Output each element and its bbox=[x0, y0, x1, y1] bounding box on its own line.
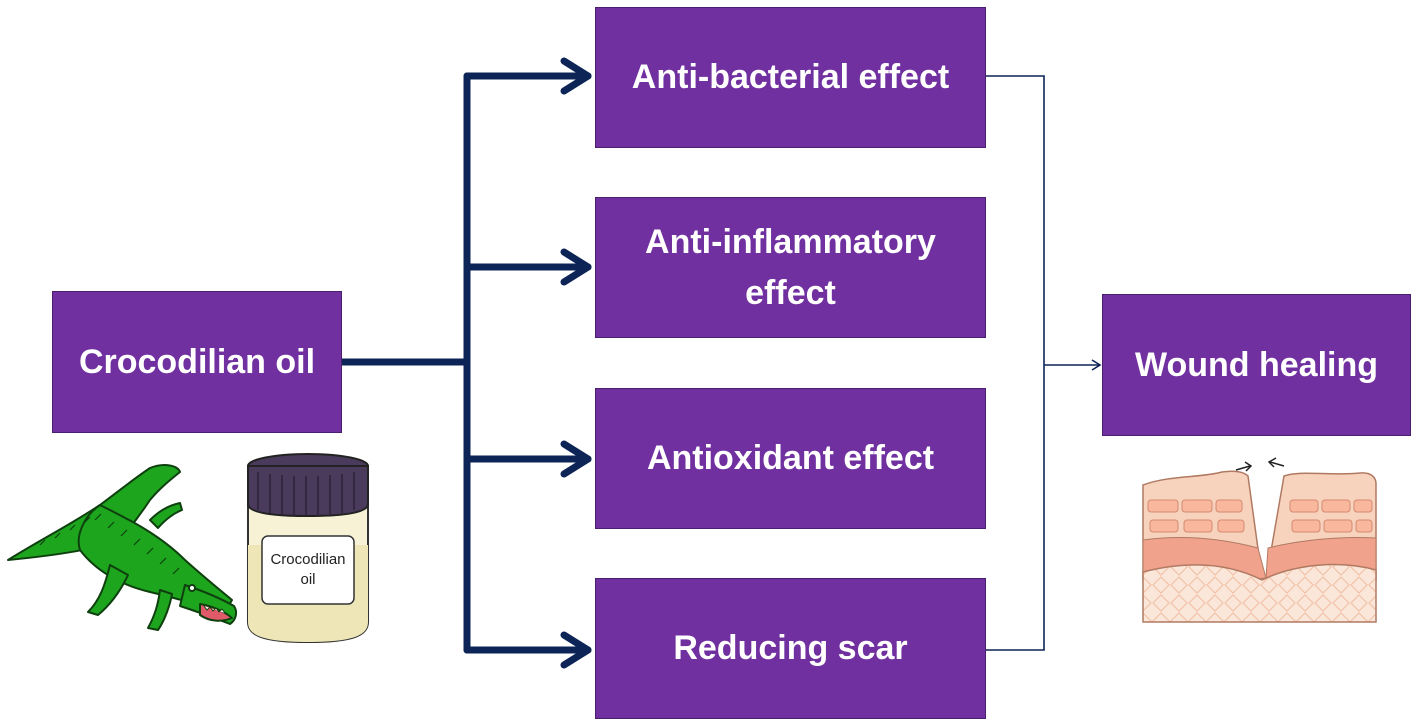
arrowhead-reducing-scar bbox=[560, 631, 592, 669]
jar-label-text: Crocodilian oil bbox=[270, 550, 346, 588]
reducing-scar-box: Reducing scar bbox=[595, 578, 986, 719]
anti-inflammatory-effect-box: Anti-inflammatory effect bbox=[595, 197, 986, 338]
reducing-scar-label: Reducing scar bbox=[673, 629, 908, 667]
arrowhead-anti-bacterial bbox=[560, 57, 592, 95]
antioxidant-effect-label: Antioxidant effect bbox=[646, 439, 935, 477]
anti-bacterial-effect-box: Anti-bacterial effect bbox=[595, 7, 986, 148]
arrowhead-wound-healing bbox=[1091, 359, 1102, 371]
anti-bacterial-effect-label: Anti-bacterial effect bbox=[631, 58, 950, 96]
wound-healing-label: Wound healing bbox=[1134, 345, 1378, 384]
anti-inflammatory-effect-label: Anti-inflammatory effect bbox=[645, 222, 936, 312]
crocodilian-oil-box: Crocodilian oil bbox=[52, 291, 342, 433]
merge-line bbox=[986, 75, 1045, 651]
arrowhead-anti-inflammatory bbox=[560, 248, 592, 286]
wound-healing-box: Wound healing bbox=[1102, 294, 1411, 436]
antioxidant-effect-box: Antioxidant effect bbox=[595, 388, 986, 529]
crocodilian-oil-label: Crocodilian oil bbox=[78, 342, 316, 381]
arrowhead-antioxidant bbox=[560, 440, 592, 478]
jar-label: Crocodilian oil bbox=[262, 536, 354, 604]
